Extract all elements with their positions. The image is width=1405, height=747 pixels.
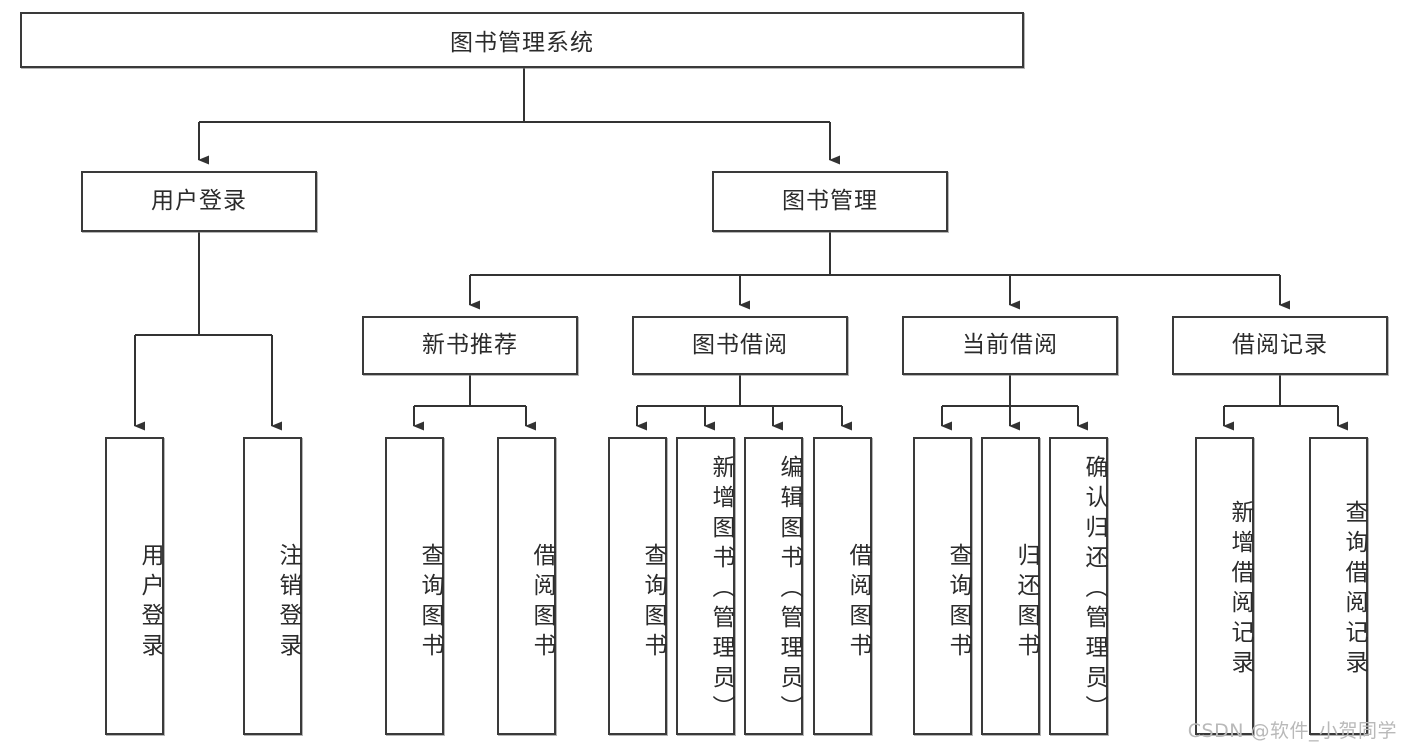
- node-label: 新增借阅记录: [1227, 500, 1253, 680]
- node-label: 注销登录: [275, 543, 301, 663]
- leaf-user-login[interactable]: 用户登录: [105, 437, 164, 735]
- node-label: 新书推荐: [422, 331, 518, 358]
- node-new-book-recommend[interactable]: 新书推荐: [362, 316, 578, 375]
- node-label: 图书借阅: [692, 331, 788, 358]
- node-label: 借阅图书: [845, 543, 871, 663]
- node-label: 归还图书: [1013, 543, 1039, 663]
- node-current-borrow[interactable]: 当前借阅: [902, 316, 1118, 375]
- node-book-borrow[interactable]: 图书借阅: [632, 316, 848, 375]
- leaf-query-book-3[interactable]: 查询图书: [913, 437, 972, 735]
- node-borrow-record[interactable]: 借阅记录: [1172, 316, 1388, 375]
- node-label: 图书管理: [782, 187, 878, 214]
- leaf-add-book[interactable]: 新增图书（管理员）: [676, 437, 735, 735]
- leaf-logout-login[interactable]: 注销登录: [243, 437, 302, 735]
- csdn-watermark: CSDN @软件_小贺同学: [1187, 720, 1397, 742]
- node-label: 编辑图书（管理员）: [776, 455, 802, 725]
- leaf-add-record[interactable]: 新增借阅记录: [1195, 437, 1254, 735]
- node-label: 查询借阅记录: [1341, 500, 1367, 680]
- node-label: 查询图书: [640, 543, 666, 663]
- leaf-return-book[interactable]: 归还图书: [981, 437, 1040, 735]
- node-label: 借阅记录: [1232, 331, 1328, 358]
- node-label: 当前借阅: [962, 331, 1058, 358]
- leaf-borrow-book-1[interactable]: 借阅图书: [497, 437, 556, 735]
- node-label: 查询图书: [417, 543, 443, 663]
- node-label: 用户登录: [151, 187, 247, 214]
- node-book-manage[interactable]: 图书管理: [712, 171, 948, 232]
- node-label: 确认归还（管理员）: [1081, 455, 1107, 725]
- leaf-borrow-book-2[interactable]: 借阅图书: [813, 437, 872, 735]
- leaf-confirm-return[interactable]: 确认归还（管理员）: [1049, 437, 1108, 735]
- node-label: 查询图书: [945, 543, 971, 663]
- leaf-edit-book[interactable]: 编辑图书（管理员）: [744, 437, 803, 735]
- node-label: 图书管理系统: [450, 30, 594, 56]
- leaf-query-book-1[interactable]: 查询图书: [385, 437, 444, 735]
- leaf-query-record[interactable]: 查询借阅记录: [1309, 437, 1368, 735]
- node-user-login[interactable]: 用户登录: [81, 171, 317, 232]
- node-label: 借阅图书: [529, 543, 555, 663]
- leaf-query-book-2[interactable]: 查询图书: [608, 437, 667, 735]
- node-label: 新增图书（管理员）: [708, 455, 734, 725]
- node-label: 用户登录: [137, 543, 163, 663]
- node-root-system[interactable]: 图书管理系统: [20, 12, 1024, 68]
